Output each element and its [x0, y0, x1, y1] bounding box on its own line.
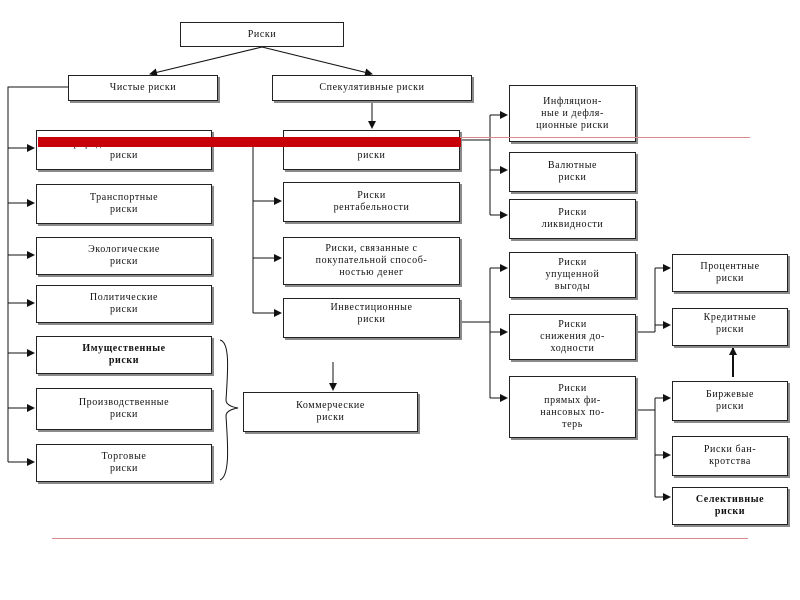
purchasing-power-risks-box: Риски, связанные с покупательной способ-… — [283, 237, 460, 285]
natural-risks-box: Природно-естественные риски — [36, 130, 212, 170]
commercial-risks-box: Коммерческие риски — [243, 392, 418, 432]
yield-reduction-risks-box: Риски снижения до- ходности — [509, 314, 636, 360]
currency-risks-box: Валютные риски — [509, 152, 636, 192]
root-risks-box: Риски — [180, 22, 344, 47]
bankruptcy-risks-box: Риски бан- кротства — [672, 436, 788, 476]
political-risks-box: Политические риски — [36, 285, 212, 323]
pure-risks-box: Чистые риски — [68, 75, 218, 101]
highlight-rule-line — [460, 137, 750, 138]
production-risks-box: Производственные риски — [36, 388, 212, 430]
interest-rate-risks-box: Процентные риски — [672, 254, 788, 292]
inflation-deflation-risks-box: Инфляцион- ные и дефля- ционные риски — [509, 85, 636, 142]
selective-risks-box: Селективные риски — [672, 487, 788, 525]
highlight-bar — [38, 137, 461, 147]
credit-risks-box: Кредитные риски — [672, 308, 788, 346]
lost-profit-risks-box: Риски упущенной выгоды — [509, 252, 636, 298]
speculative-risks-box: Спекулятивные риски — [272, 75, 472, 101]
ecological-risks-box: Экологические риски — [36, 237, 212, 275]
transport-risks-box: Транспортные риски — [36, 184, 212, 224]
exchange-risks-box: Биржевые риски — [672, 381, 788, 421]
trade-risks-box: Торговые риски — [36, 444, 212, 482]
property-risks-box: Имущественные риски — [36, 336, 212, 374]
investment-risks-box: Инвестиционные риски — [283, 298, 460, 338]
bottom-rule-line — [52, 538, 748, 539]
profitability-risks-box: Риски рентабельности — [283, 182, 460, 222]
financial-risks-box: Финансовые риски — [283, 130, 460, 170]
liquidity-risks-box: Риски ликвидности — [509, 199, 636, 239]
direct-financial-loss-risks-box: Риски прямых фи- нансовых по- терь — [509, 376, 636, 438]
